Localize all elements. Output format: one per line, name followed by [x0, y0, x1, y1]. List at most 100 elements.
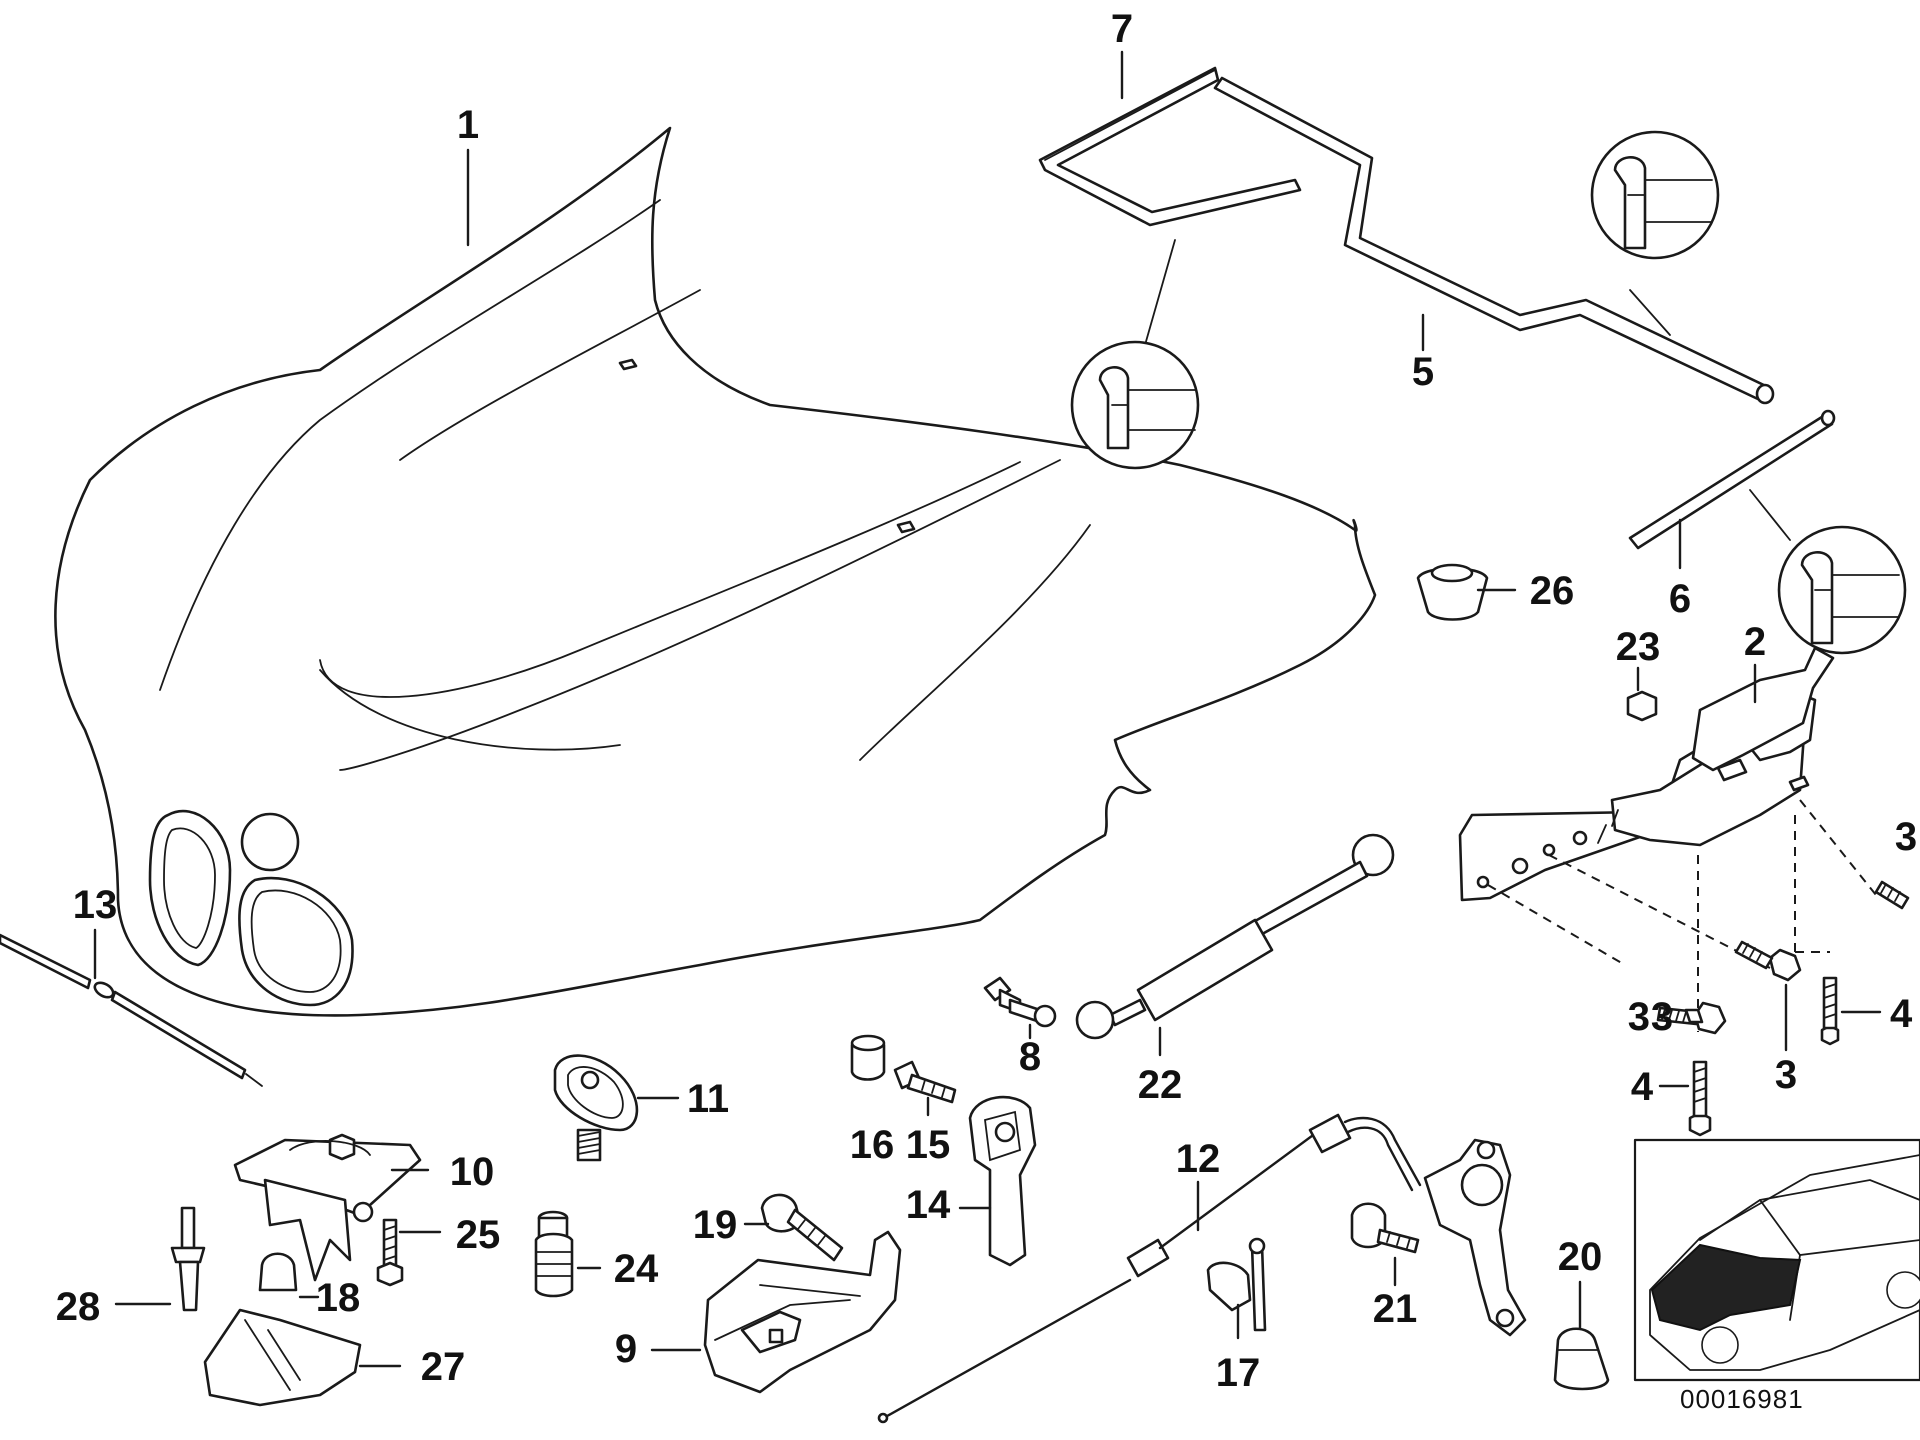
lock-part-9[interactable]: [703, 1230, 902, 1394]
svg-text:3: 3: [1895, 815, 1917, 859]
callout-6: 6: [1669, 518, 1691, 621]
gas-strut-part-22[interactable]: [1075, 833, 1395, 1040]
support-part-27[interactable]: [203, 1308, 362, 1407]
screw-part-4-bottom[interactable]: [1688, 1060, 1712, 1137]
callout-7: 7: [1111, 7, 1133, 100]
callout-13: 13: [73, 883, 118, 980]
cable-part-12[interactable]: [877, 1113, 1422, 1424]
callout-3a: 3: [1628, 995, 1650, 1039]
hinge-assembly-lines: [1487, 799, 1881, 1032]
svg-text:12: 12: [1176, 1137, 1221, 1181]
rod-part-13[interactable]: [0, 933, 263, 1087]
svg-text:23: 23: [1616, 625, 1661, 669]
svg-text:1: 1: [457, 103, 479, 147]
bolt-part-3-bottom[interactable]: [1684, 1008, 1704, 1024]
callout-18: 18: [298, 1276, 361, 1320]
hood-part-1[interactable]: [54, 126, 1377, 1017]
ball-stud-part-8[interactable]: [983, 976, 1057, 1028]
svg-text:3: 3: [1628, 995, 1650, 1039]
reference-number: 00016981: [1680, 1384, 1804, 1414]
svg-text:28: 28: [56, 1285, 101, 1329]
callout-23: 23: [1616, 625, 1661, 692]
svg-text:17: 17: [1216, 1351, 1261, 1395]
callout-28: 28: [56, 1285, 172, 1329]
callout-22: 22: [1138, 1026, 1183, 1107]
bolt-part-21[interactable]: [1350, 1202, 1420, 1254]
callout-1: 1: [457, 103, 479, 247]
callout-19: 19: [693, 1203, 770, 1247]
callout-2: 2: [1744, 620, 1766, 704]
callout-4b: 4: [1631, 1065, 1690, 1109]
svg-text:27: 27: [421, 1345, 466, 1389]
bolt-part-3-far-right[interactable]: [1874, 880, 1910, 910]
svg-text:4: 4: [1631, 1065, 1654, 1109]
callout-25: 25: [398, 1213, 501, 1257]
svg-text:24: 24: [614, 1247, 659, 1291]
callout-12: 12: [1176, 1137, 1221, 1232]
lever-part-14[interactable]: [968, 1095, 1037, 1267]
callout-24: 24: [576, 1247, 659, 1291]
svg-text:2: 2: [1744, 620, 1766, 664]
callout-3b: 3: [1775, 983, 1797, 1097]
bushing-part-16[interactable]: [850, 1034, 886, 1081]
callout-9: 9: [615, 1327, 702, 1371]
svg-text:4: 4: [1890, 992, 1913, 1036]
callout-20: 20: [1558, 1235, 1603, 1330]
callout-8: 8: [1019, 1023, 1041, 1079]
callout-4a: 4: [1840, 992, 1913, 1036]
svg-text:3: 3: [1775, 1053, 1797, 1097]
seal-profile-detail-6: [1749, 489, 1907, 655]
svg-text:25: 25: [456, 1213, 501, 1257]
screw-part-4-right[interactable]: [1820, 976, 1840, 1046]
svg-text:22: 22: [1138, 1063, 1183, 1107]
bolt-part-19[interactable]: [760, 1193, 844, 1262]
callout-3c: 3: [1895, 815, 1917, 859]
clip-part-17[interactable]: [1206, 1237, 1267, 1332]
svg-text:5: 5: [1412, 350, 1434, 394]
grommet-part-18[interactable]: [258, 1252, 298, 1292]
callout-15: 15: [906, 1096, 951, 1167]
svg-text:14: 14: [906, 1183, 951, 1227]
seal-part-6[interactable]: [1628, 409, 1836, 550]
svg-text:3: 3: [1651, 995, 1673, 1039]
svg-text:11: 11: [687, 1077, 729, 1121]
seal-part-5[interactable]: [1213, 76, 1775, 405]
svg-text:13: 13: [73, 883, 118, 927]
screw-part-25[interactable]: [376, 1218, 404, 1287]
catch-part-11[interactable]: [553, 1054, 639, 1162]
svg-text:9: 9: [615, 1327, 637, 1371]
vehicle-locator-inset: [1633, 1138, 1920, 1382]
hinge-part-2[interactable]: [1458, 646, 1835, 902]
pin-part-15[interactable]: [893, 1060, 957, 1104]
svg-text:6: 6: [1669, 577, 1691, 621]
hood-highlight: [1650, 1243, 1802, 1332]
nut-part-23[interactable]: [1626, 690, 1658, 722]
buffer-part-24[interactable]: [534, 1210, 574, 1298]
svg-text:15: 15: [906, 1123, 951, 1167]
bumper-part-26[interactable]: [1416, 563, 1489, 621]
callout-11: 11: [636, 1077, 729, 1121]
bolt-part-3-right[interactable]: [1734, 940, 1802, 982]
svg-text:18: 18: [316, 1276, 361, 1320]
callout-17: 17: [1216, 1303, 1261, 1395]
rivet-part-28[interactable]: [170, 1206, 206, 1312]
svg-text:20: 20: [1558, 1235, 1603, 1279]
bracket-part-10[interactable]: [233, 1133, 422, 1282]
callout-26: 26: [1476, 569, 1575, 613]
seal-profile-detail-7: [1070, 239, 1200, 470]
svg-text:10: 10: [450, 1150, 495, 1194]
svg-text:16: 16: [850, 1123, 895, 1167]
callout-3d: 3: [1651, 995, 1673, 1039]
svg-text:26: 26: [1530, 569, 1575, 613]
svg-text:7: 7: [1111, 7, 1133, 51]
callout-16: 16: [850, 1123, 895, 1167]
callout-5: 5: [1412, 313, 1434, 394]
svg-text:19: 19: [693, 1203, 738, 1247]
release-bracket[interactable]: [1423, 1138, 1527, 1337]
callout-21: 21: [1373, 1256, 1417, 1331]
seal-part-7[interactable]: [1038, 66, 1302, 227]
callout-14: 14: [906, 1183, 992, 1227]
cap-part-20[interactable]: [1553, 1327, 1610, 1391]
svg-text:8: 8: [1019, 1035, 1041, 1079]
